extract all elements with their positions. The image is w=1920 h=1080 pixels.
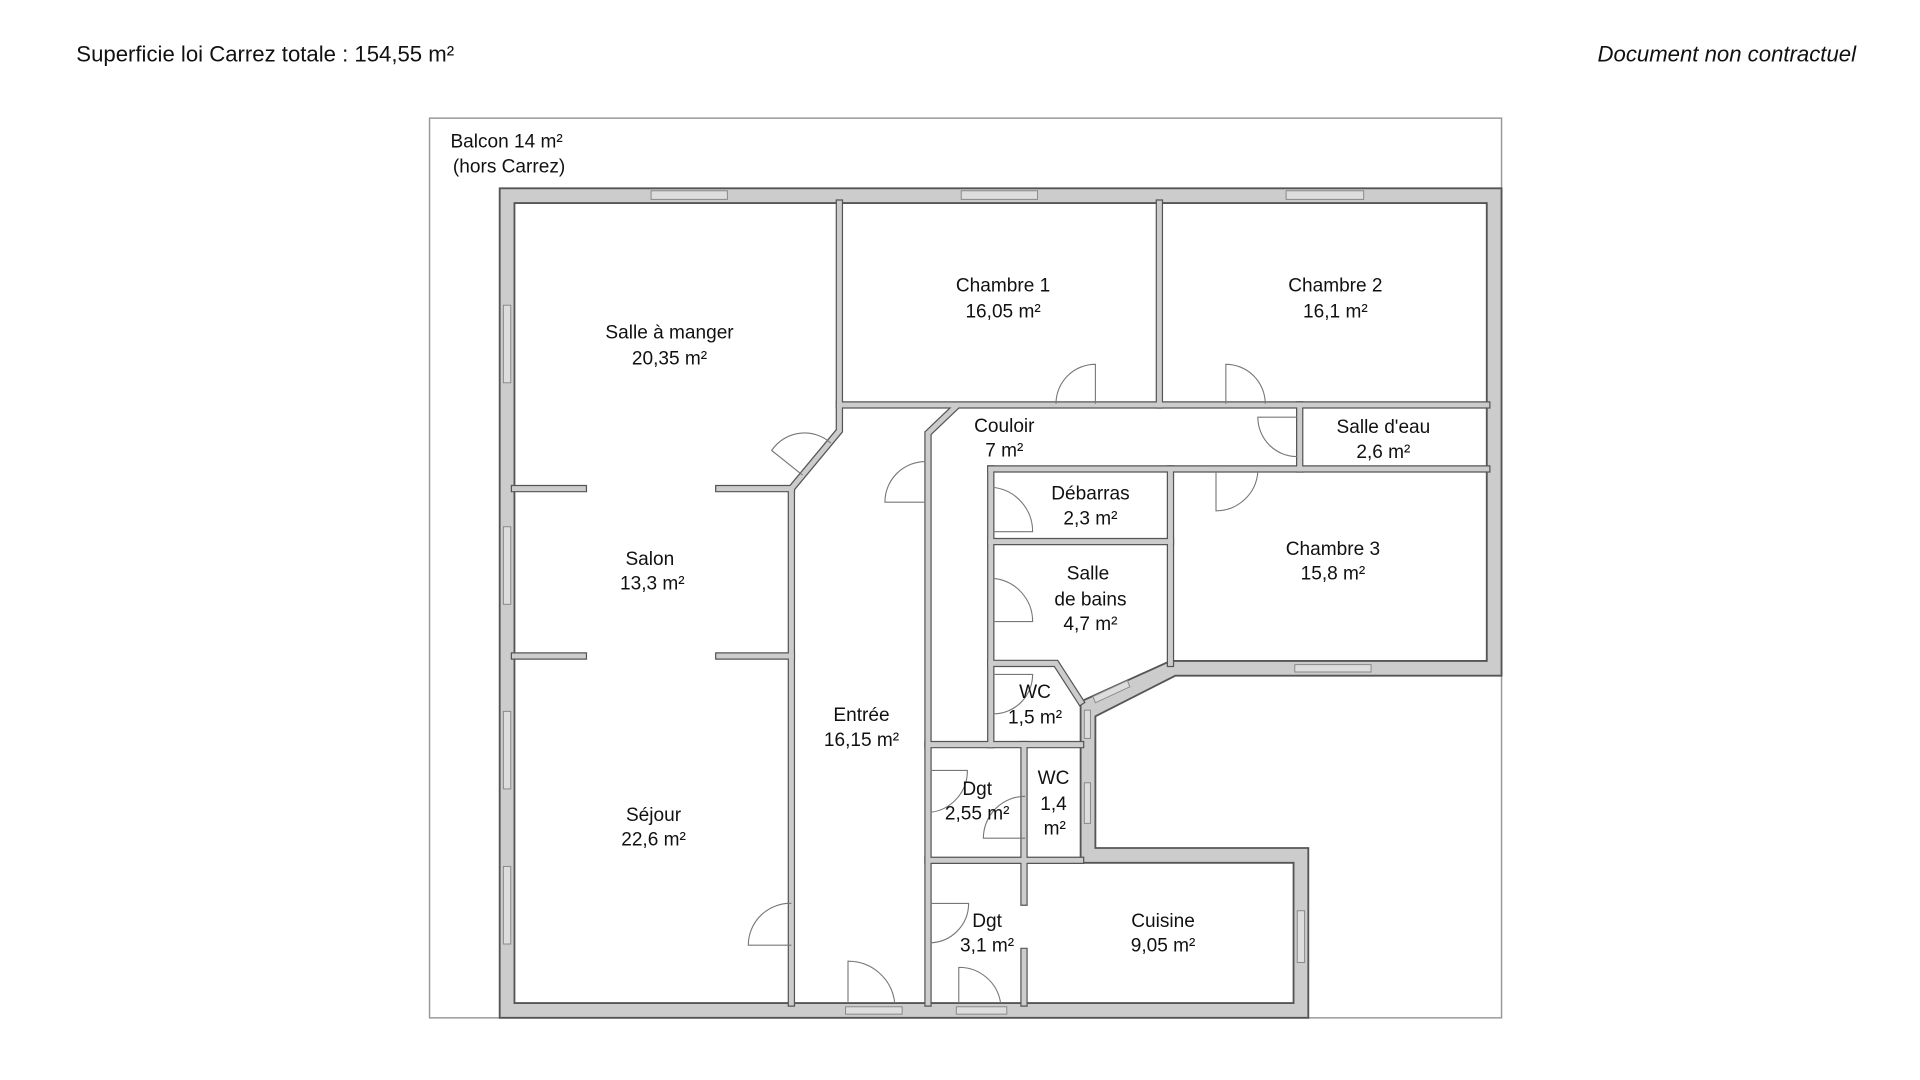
room-area: 4,7 m² xyxy=(1063,614,1117,635)
room-area: 16,15 m² xyxy=(824,730,899,751)
window xyxy=(1083,782,1091,824)
door-swing-icon xyxy=(1215,471,1259,512)
door-swing-icon xyxy=(1055,363,1096,404)
room-chambre-1: Chambre 1 16,05 m² xyxy=(956,276,1050,323)
wall xyxy=(988,660,1085,705)
door-swing-icon xyxy=(930,769,968,813)
room-debarras: Débarras 2,3 m² xyxy=(1051,484,1129,530)
door-swing-icon xyxy=(847,960,896,1004)
door-swing-icon xyxy=(1225,363,1266,404)
wall xyxy=(925,403,959,1006)
room-wc-1: WC 1,5 m² xyxy=(1008,682,1062,729)
room-salon: Salon 13,3 m² xyxy=(620,549,685,595)
room-area: 2,6 m² xyxy=(1356,442,1410,463)
room-area: 16,1 m² xyxy=(1303,302,1368,323)
room-name: Salle à manger xyxy=(605,322,734,343)
room-area: 9,05 m² xyxy=(1131,935,1196,956)
room-name: Séjour xyxy=(626,805,682,826)
room-salle-d-eau: Salle d'eau 2,6 m² xyxy=(1337,417,1431,463)
room-name: Salon xyxy=(625,549,674,570)
room-name: Salle d'eau xyxy=(1337,417,1431,438)
window xyxy=(502,526,512,605)
door-swing-icon xyxy=(930,902,970,944)
room-wc-2: WC 1,4 m² xyxy=(1038,768,1070,839)
room-area: 2,3 m² xyxy=(1063,508,1117,529)
room-area-unit: m² xyxy=(1044,818,1066,839)
window xyxy=(502,710,512,790)
room-name: Couloir xyxy=(974,416,1035,437)
room-name: Chambre 3 xyxy=(1286,539,1380,560)
room-area: 15,8 m² xyxy=(1301,564,1366,585)
window xyxy=(1285,190,1365,200)
room-chambre-2: Chambre 2 16,1 m² xyxy=(1288,276,1382,323)
room-dgt-2: Dgt 3,1 m² xyxy=(960,911,1014,957)
window xyxy=(1294,664,1372,673)
window xyxy=(845,1006,903,1015)
window xyxy=(955,1006,1008,1015)
room-name: WC xyxy=(1038,768,1070,789)
disclaimer-label: Document non contractuel xyxy=(1598,42,1858,67)
door-swing-icon xyxy=(993,486,1034,533)
room-entree: Entrée 16,15 m² xyxy=(824,705,899,751)
room-name: Dgt xyxy=(972,911,1002,932)
windows xyxy=(502,190,1372,1015)
window xyxy=(502,304,512,384)
room-salle-a-manger: Salle à manger 20,35 m² xyxy=(605,322,734,369)
room-name: Chambre 1 xyxy=(956,276,1050,297)
room-area: 3,1 m² xyxy=(960,935,1014,956)
balcony-note: (hors Carrez) xyxy=(453,156,565,177)
door-swing-icon xyxy=(982,795,1026,839)
door-swing-icon xyxy=(993,673,1034,715)
door-swing-icon xyxy=(993,577,1034,623)
door-swing-icon xyxy=(747,902,792,946)
room-dgt-1: Dgt 2,55 m² xyxy=(945,779,1010,825)
door-swing-icon xyxy=(770,432,832,476)
room-name-line2: de bains xyxy=(1054,590,1126,611)
room-area: 20,35 m² xyxy=(632,348,707,369)
window xyxy=(1083,709,1091,739)
door-swing-icon xyxy=(1257,416,1298,458)
room-chambre-3: Chambre 3 15,8 m² xyxy=(1286,539,1380,585)
room-name: Chambre 2 xyxy=(1288,276,1382,297)
total-area-label: Superficie loi Carrez totale : 154,55 m² xyxy=(76,42,454,67)
room-area: 7 m² xyxy=(985,441,1023,462)
room-name: Salle xyxy=(1067,564,1109,585)
room-area: 1,4 xyxy=(1040,794,1067,815)
room-name: WC xyxy=(1019,682,1051,703)
room-area: 1,5 m² xyxy=(1008,708,1062,729)
room-cuisine: Cuisine 9,05 m² xyxy=(1131,911,1196,957)
window xyxy=(1296,910,1306,963)
door-swing-icon xyxy=(958,966,1002,1004)
room-area: 22,6 m² xyxy=(621,830,686,851)
room-name: Cuisine xyxy=(1131,911,1195,932)
room-sejour: Séjour 22,6 m² xyxy=(621,805,686,851)
balcony-name: Balcon 14 m² xyxy=(450,132,562,153)
room-couloir: Couloir 7 m² xyxy=(974,416,1035,462)
room-name: Dgt xyxy=(962,779,992,800)
window xyxy=(650,190,728,200)
interior-walls xyxy=(510,199,1491,1007)
window xyxy=(960,190,1039,200)
room-area: 13,3 m² xyxy=(620,574,685,595)
window xyxy=(502,865,512,945)
doors xyxy=(747,363,1298,1004)
room-area: 2,55 m² xyxy=(945,804,1010,825)
room-name: Débarras xyxy=(1051,484,1129,505)
room-salle-de-bains: Salle de bains 4,7 m² xyxy=(1054,564,1126,635)
room-area: 16,05 m² xyxy=(965,302,1040,323)
wall xyxy=(788,200,842,1006)
window xyxy=(1092,679,1131,704)
room-name: Entrée xyxy=(833,705,889,726)
door-swing-icon xyxy=(884,460,926,503)
